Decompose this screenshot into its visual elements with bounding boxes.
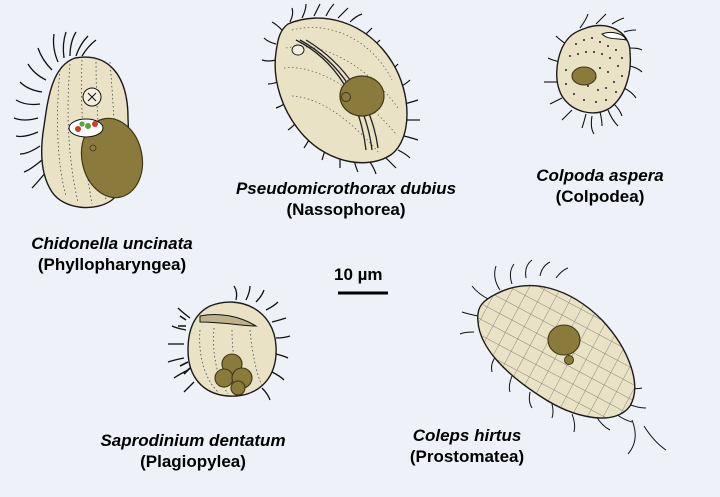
coleps-macronucleus <box>547 324 581 356</box>
chidonella-red-dot <box>75 126 81 132</box>
label-colpoda: Colpoda aspera (Colpodea) <box>536 165 664 207</box>
saprodinium-cilia <box>167 285 291 401</box>
pseudomicrothorax-kineties <box>283 27 399 155</box>
label-pseudomicrothorax: Pseudomicrothorax dubius (Nassophorea) <box>236 178 456 220</box>
colpoda-cell <box>544 13 643 135</box>
coleps-cell <box>459 259 667 455</box>
saprodinium-spines <box>178 315 191 375</box>
colpoda-notch <box>601 31 627 41</box>
label-coleps: Coleps hirtus (Prostomatea) <box>410 425 524 467</box>
saprodinium-kineties <box>199 327 263 395</box>
species-name: Pseudomicrothorax dubius <box>235 179 457 198</box>
scale-bar-label: 10 µm <box>334 265 383 284</box>
colpoda-kineties <box>565 37 623 103</box>
class-name: (Nassophorea) <box>286 200 406 219</box>
pseudomicrothorax-cell <box>261 3 420 175</box>
species-name: Colpoda aspera <box>536 166 664 185</box>
colpoda-macronucleus <box>571 66 597 86</box>
species-name: Chidonella uncinata <box>31 234 193 253</box>
pseudomicrothorax-vacuole <box>291 44 305 56</box>
class-name: (Prostomatea) <box>409 447 525 466</box>
class-name: (Phyllopharyngea) <box>37 255 187 274</box>
pseudomicrothorax-macronucleus <box>339 75 385 117</box>
class-name: (Colpodea) <box>555 187 645 206</box>
saprodinium-oral-groove <box>199 313 258 327</box>
label-chidonella: Chidonella uncinata (Phyllopharyngea) <box>31 233 193 275</box>
saprodinium-cell <box>167 285 291 401</box>
label-saprodinium: Saprodinium dentatum (Plagiopylea) <box>100 430 285 472</box>
chidonella-macronucleus <box>80 117 144 199</box>
chidonella-cell <box>13 31 144 209</box>
species-name: Coleps hirtus <box>412 426 522 445</box>
species-name: Saprodinium dentatum <box>100 431 286 450</box>
class-name: (Plagiopylea) <box>140 452 246 471</box>
